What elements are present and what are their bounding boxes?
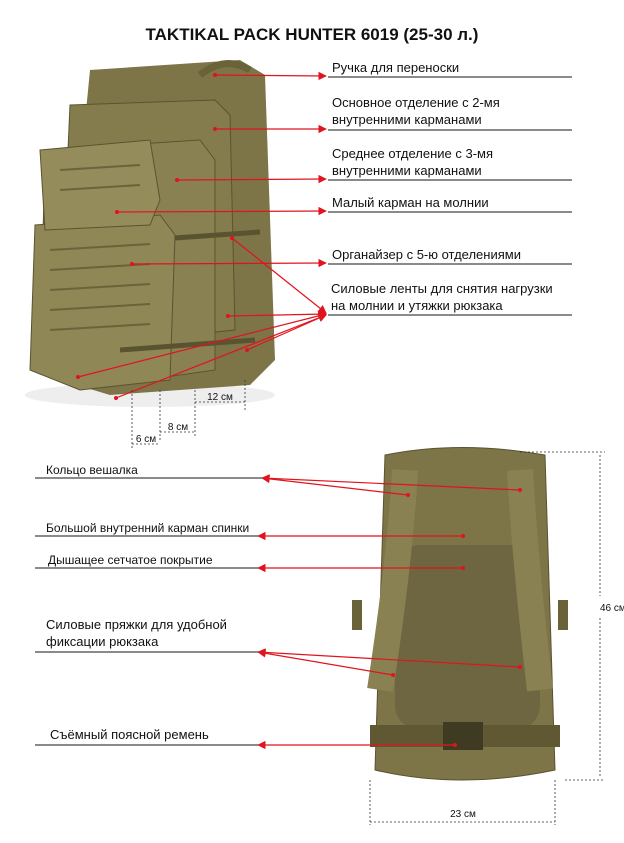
label-compression-straps: Силовые ленты для снятия нагрузки <box>331 281 553 296</box>
front-dimensions <box>131 380 246 448</box>
dim-height: 46 см <box>600 603 624 614</box>
back-markers <box>391 488 522 747</box>
label-waist-belt: Съёмный поясной ремень <box>50 727 209 742</box>
label-mesh: Дышащее сетчатое покрытие <box>48 553 213 567</box>
front-markers <box>76 73 249 400</box>
label-main-compartment-2: внутренними карманами <box>332 112 482 127</box>
dim-depth-mid: 8 см <box>168 422 188 433</box>
label-compression-straps-2: на молнии и утяжки рюкзака <box>331 298 503 313</box>
dim-width: 23 см <box>450 809 476 820</box>
front-label-lines <box>328 76 572 316</box>
label-middle-compartment: Среднее отделение с 3-мя <box>332 146 493 161</box>
back-pointers <box>257 474 521 750</box>
label-back-pocket: Большой внутренний карман спинки <box>46 521 249 535</box>
label-middle-compartment-2: внутренними карманами <box>332 163 482 178</box>
label-buckles-2: фиксации рюкзака <box>46 634 159 649</box>
label-buckles: Силовые пряжки для удобной <box>46 617 227 632</box>
label-hanging-loop: Кольцо вешалка <box>46 463 138 477</box>
back-label-lines <box>35 477 262 746</box>
back-backpack-image <box>352 447 568 781</box>
back-dimensions <box>369 451 605 825</box>
label-small-pocket: Малый карман на молнии <box>332 195 489 210</box>
label-main-compartment: Основное отделение с 2-мя <box>332 95 500 110</box>
front-pointers <box>77 71 327 399</box>
label-carry-handle: Ручка для переноски <box>332 60 459 75</box>
front-backpack-image <box>25 60 275 407</box>
dim-depth-small: 6 см <box>136 434 156 445</box>
label-organizer: Органайзер с 5-ю отделениями <box>332 247 521 262</box>
page-title: TAKTIKAL PACK HUNTER 6019 (25-30 л.) <box>146 25 479 44</box>
dim-depth-total: 12 см <box>207 392 233 403</box>
